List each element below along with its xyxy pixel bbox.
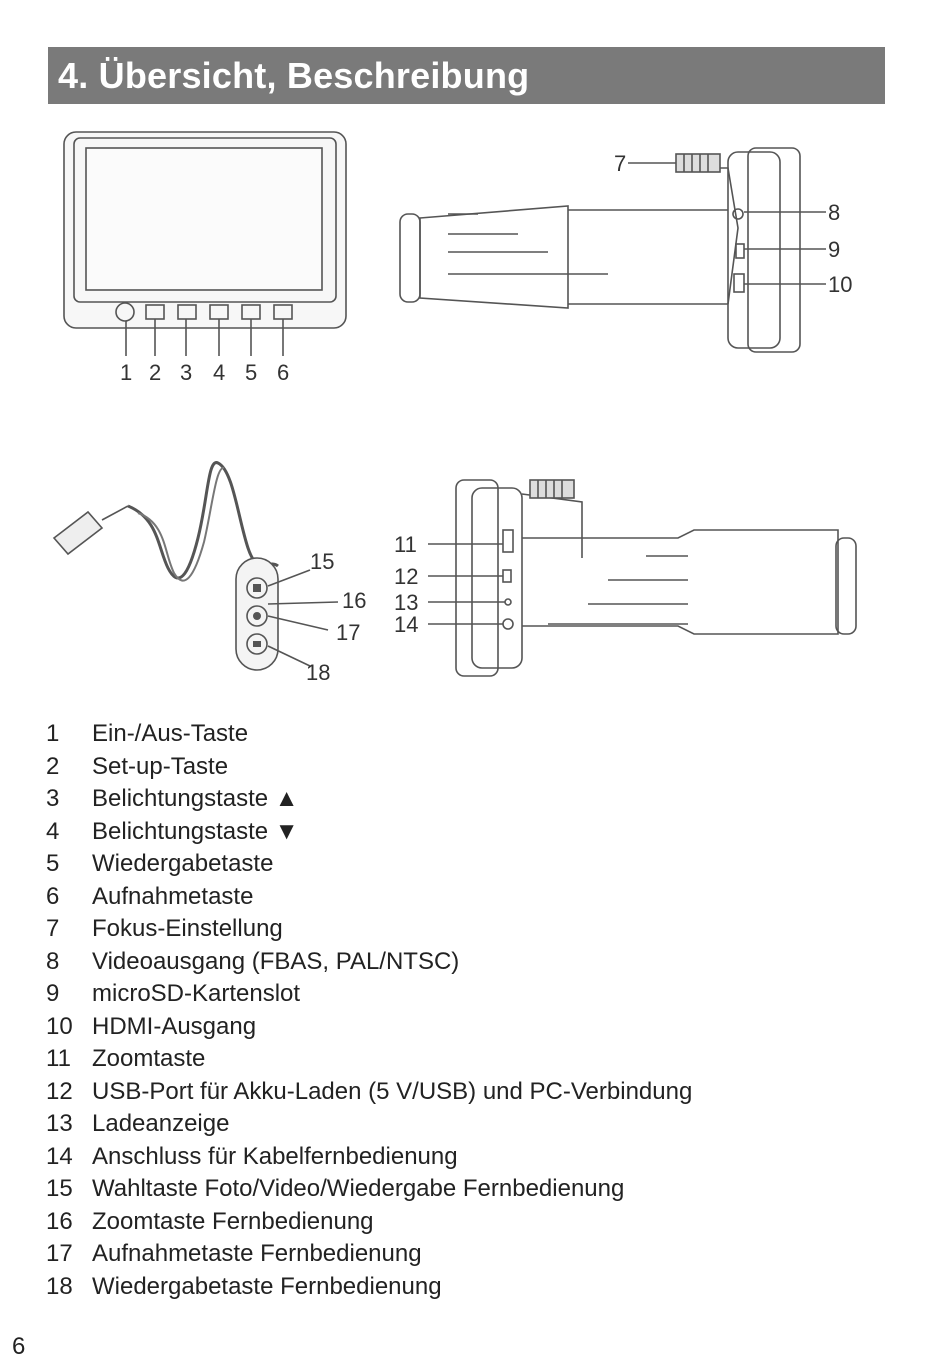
device-diagram: 1 2 3 4 5 6	[48, 118, 888, 708]
callout-3: 3	[180, 360, 192, 385]
callout-18: 18	[306, 660, 330, 685]
callout-16: 16	[342, 588, 366, 613]
page-title: 4. Übersicht, Beschreibung	[58, 55, 530, 96]
callout-1: 1	[120, 360, 132, 385]
callout-14: 14	[394, 612, 418, 637]
callout-5: 5	[245, 360, 257, 385]
callout-13: 13	[394, 590, 418, 615]
device-side-view-bottom	[428, 479, 857, 677]
device-side-view-top	[399, 147, 826, 353]
section-header: 4. Übersicht, Beschreibung	[48, 47, 885, 104]
callout-8: 8	[828, 200, 840, 225]
callout-10: 10	[828, 272, 852, 297]
cable-remote	[52, 461, 339, 671]
callout-2: 2	[149, 360, 161, 385]
callout-9: 9	[828, 237, 840, 262]
monitor-front-view	[63, 131, 347, 356]
callout-12: 12	[394, 564, 418, 589]
callout-7: 7	[614, 151, 626, 176]
callout-6: 6	[277, 360, 289, 385]
page-number: 6	[12, 1333, 26, 1360]
callout-15: 15	[310, 549, 334, 574]
callout-4: 4	[213, 360, 225, 385]
callout-17: 17	[336, 620, 360, 645]
callout-11: 11	[394, 532, 417, 557]
